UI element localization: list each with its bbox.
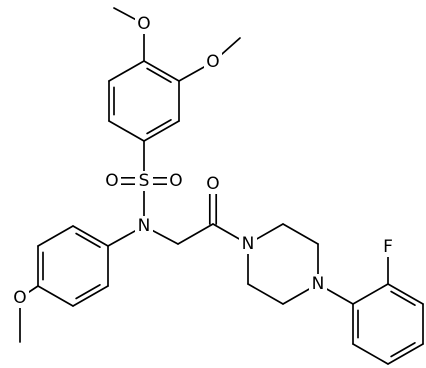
double-bond-a2-a3	[72, 285, 109, 307]
atom-label-n_pip2: N	[312, 274, 325, 294]
single-bond-c_ch2-c_co	[177, 223, 214, 245]
double-bond-r6-r1	[143, 120, 180, 142]
atom-label-backdrop	[103, 171, 121, 191]
atom-label-o_34: O	[137, 14, 150, 34]
atom-label-backdrop	[167, 171, 185, 191]
atom-label-n_pip1: N	[242, 234, 255, 254]
single-bond-p1-p2	[282, 223, 319, 245]
atom-label-backdrop	[135, 14, 153, 34]
single-bond-p4-p5	[247, 283, 284, 305]
double-bond-r4-r5-inner	[146, 67, 172, 83]
double-bond-r6-r1-inner	[146, 119, 172, 135]
single-bond-b1-b2	[352, 283, 389, 305]
single-bond-a3-a4	[37, 285, 74, 307]
atom-label-backdrop	[135, 171, 153, 191]
atom-label-s1: S	[139, 171, 150, 191]
double-bond-a2-a3-inner	[75, 284, 101, 300]
atom-label-backdrop	[135, 216, 153, 236]
double-bond-b2-b3-inner	[390, 290, 416, 306]
atom-label-backdrop	[204, 174, 222, 194]
double-bond-a6-a1-inner	[75, 232, 101, 248]
atom-label-backdrop	[379, 237, 397, 257]
atom-label-n_sulf: N	[138, 216, 151, 236]
double-bond-b2-b3	[387, 283, 424, 305]
single-bond-r1-r2	[108, 120, 145, 142]
atom-label-o_anisyl: O	[13, 288, 26, 308]
atom-label-o_s2: O	[169, 171, 182, 191]
single-bond-a5-a6	[37, 225, 74, 247]
double-bond-b4-b5-inner	[390, 342, 416, 358]
atom-label-o_33: O	[206, 52, 219, 72]
atom-label-backdrop	[204, 52, 222, 72]
atom-label-backdrop	[11, 288, 29, 308]
double-bond-a6-a1	[72, 225, 109, 247]
atom-label-f: F	[383, 237, 393, 257]
atom-label-o_s1: O	[105, 171, 118, 191]
atom-label-o_amide: O	[206, 174, 219, 194]
single-bond-r3-r4	[108, 60, 145, 82]
double-bond-r4-r5	[143, 60, 180, 82]
atom-label-backdrop	[239, 234, 257, 254]
atom-label-backdrop	[309, 274, 327, 294]
single-bond-b5-b6	[352, 343, 389, 365]
double-bond-b4-b5	[387, 343, 424, 365]
